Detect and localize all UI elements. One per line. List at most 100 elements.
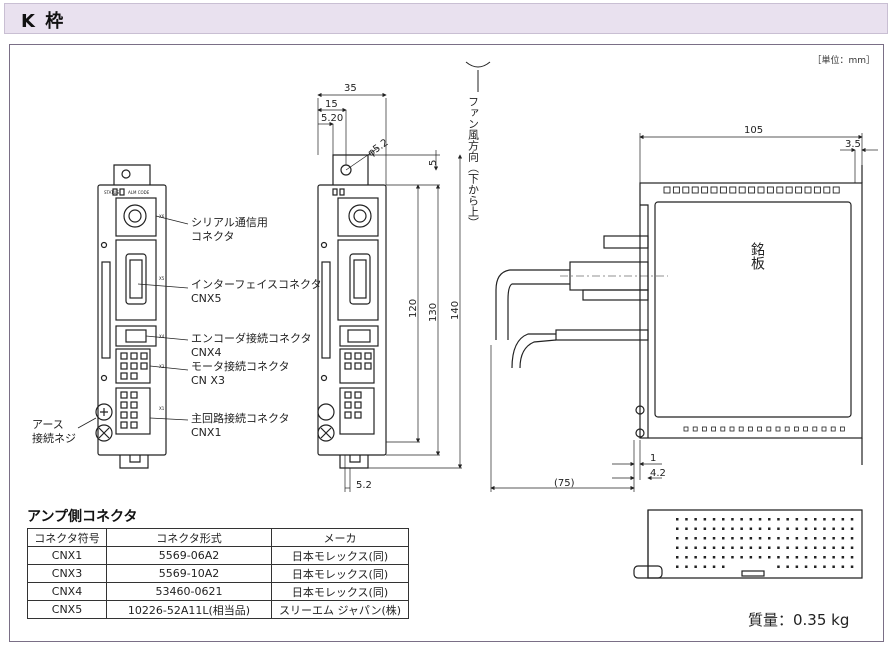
dim-130: 130 bbox=[428, 303, 439, 322]
cell-code: CNX5 bbox=[27, 600, 107, 619]
vent-slot bbox=[775, 426, 781, 432]
vent-dot bbox=[786, 518, 789, 521]
callout-earth-2: 接続ネジ bbox=[32, 431, 76, 445]
vent-dot bbox=[676, 527, 679, 530]
vent-dot bbox=[749, 556, 753, 559]
vent-dot bbox=[712, 556, 716, 559]
callout-encoder-1: エンコーダ接続コネクタ bbox=[191, 331, 312, 345]
vent-dot bbox=[823, 546, 826, 549]
cell-code: CNX4 bbox=[27, 582, 107, 601]
vent-slot bbox=[748, 426, 753, 432]
vent-dot bbox=[814, 518, 817, 521]
vent-slot bbox=[729, 186, 737, 194]
vent-dot bbox=[758, 518, 762, 521]
nameplate-label: 銘板 bbox=[749, 242, 765, 270]
vent-dot bbox=[768, 537, 771, 540]
vent-slot bbox=[830, 426, 836, 432]
vent-dot bbox=[814, 565, 817, 568]
callout-interface-2: CNX5 bbox=[191, 292, 221, 305]
bottom-vents bbox=[676, 518, 854, 568]
side-view bbox=[317, 61, 491, 492]
page-title: K 枠 bbox=[21, 11, 66, 32]
vent-dot bbox=[841, 546, 845, 549]
vent-slot bbox=[702, 426, 707, 432]
vent-dot bbox=[832, 565, 835, 568]
vent-dot bbox=[814, 546, 817, 549]
unit-label: ［単位：mm］ bbox=[812, 56, 875, 66]
vent-dot bbox=[804, 518, 808, 521]
dim-width: 35 bbox=[344, 83, 357, 94]
vent-slot bbox=[711, 426, 716, 432]
cell-model: 5569-10A2 bbox=[106, 564, 272, 583]
vent-dot bbox=[795, 537, 799, 540]
vent-dot bbox=[722, 546, 725, 549]
vent-dot bbox=[823, 527, 826, 530]
vent-dot bbox=[749, 518, 753, 521]
vent-dot bbox=[850, 565, 854, 568]
vent-slot bbox=[701, 186, 709, 194]
vent-dot bbox=[768, 518, 771, 521]
dim-75: (75) bbox=[554, 478, 575, 489]
vent-dot bbox=[850, 546, 854, 549]
vent-slot bbox=[738, 186, 746, 194]
vent-dot bbox=[768, 546, 771, 549]
vent-slot bbox=[663, 186, 671, 194]
table-row: CNX4 53460-0621 日本モレックス(同) bbox=[27, 582, 409, 601]
vent-dot bbox=[786, 527, 789, 530]
callout-main-2: CNX1 bbox=[191, 426, 221, 439]
callout-earth-1: アース bbox=[32, 418, 64, 431]
col-header-maker: メーカ bbox=[271, 528, 409, 547]
vent-dot bbox=[804, 565, 808, 568]
vent-slot bbox=[803, 426, 808, 432]
cell-model: 5569-06A2 bbox=[106, 546, 272, 565]
vent-dot bbox=[850, 527, 854, 530]
dim-bottom: 5.2 bbox=[356, 480, 372, 491]
vent-dot bbox=[804, 546, 808, 549]
panel-label-x5: X5 bbox=[159, 276, 165, 281]
vent-slot bbox=[794, 426, 799, 432]
vent-slot bbox=[748, 186, 756, 194]
vent-slot bbox=[719, 186, 727, 194]
cell-model: 10226-52A11L(相当品) bbox=[106, 600, 272, 619]
vent-slot bbox=[729, 426, 735, 432]
side-dim-labels: 35 15 5.20 φ5.2 5 120 130 140 5.2 bbox=[321, 83, 461, 491]
vent-dot bbox=[795, 556, 799, 559]
vent-dot bbox=[740, 527, 743, 530]
front-view bbox=[77, 164, 189, 469]
vent-dot bbox=[841, 556, 845, 559]
vent-slot bbox=[812, 426, 818, 432]
vent-dot bbox=[703, 518, 707, 521]
vent-dot bbox=[694, 565, 697, 568]
vent-dot bbox=[712, 527, 716, 530]
vent-dot bbox=[768, 556, 771, 559]
dim-hole: φ5.2 bbox=[366, 137, 391, 159]
connector-table: コネクタ符号 コネクタ形式 メーカ CNX1 5569-06A2 日本モレックス… bbox=[27, 528, 409, 619]
vent-dot bbox=[841, 565, 845, 568]
vent-slot bbox=[766, 426, 772, 432]
vent-dot bbox=[850, 518, 854, 521]
dim-35: 3.5 bbox=[845, 139, 861, 150]
vent-dot bbox=[676, 518, 679, 521]
vent-dot bbox=[676, 565, 679, 568]
vent-slot bbox=[840, 426, 845, 432]
depth-vent-top bbox=[663, 186, 840, 194]
vent-dot bbox=[694, 556, 697, 559]
vent-slot bbox=[776, 186, 784, 194]
cell-maker: スリーエム ジャパン(株) bbox=[271, 600, 409, 619]
table-row: CNX5 10226-52A11L(相当品) スリーエム ジャパン(株) bbox=[27, 600, 409, 619]
vent-dot bbox=[731, 556, 734, 559]
vent-dot bbox=[722, 556, 725, 559]
vent-slot bbox=[672, 186, 680, 194]
vent-dot bbox=[841, 537, 845, 540]
vent-dot bbox=[685, 537, 688, 540]
callout-serial-1: シリアル通信用 bbox=[191, 216, 268, 229]
vent-slot bbox=[738, 426, 744, 432]
vent-dot bbox=[676, 537, 679, 540]
vent-dot bbox=[786, 537, 789, 540]
callout-serial-2: コネクタ bbox=[191, 230, 235, 243]
panel-label-x3: X3 bbox=[159, 364, 165, 369]
vent-dot bbox=[749, 546, 753, 549]
vent-dot bbox=[823, 518, 826, 521]
vent-dot bbox=[722, 518, 725, 521]
